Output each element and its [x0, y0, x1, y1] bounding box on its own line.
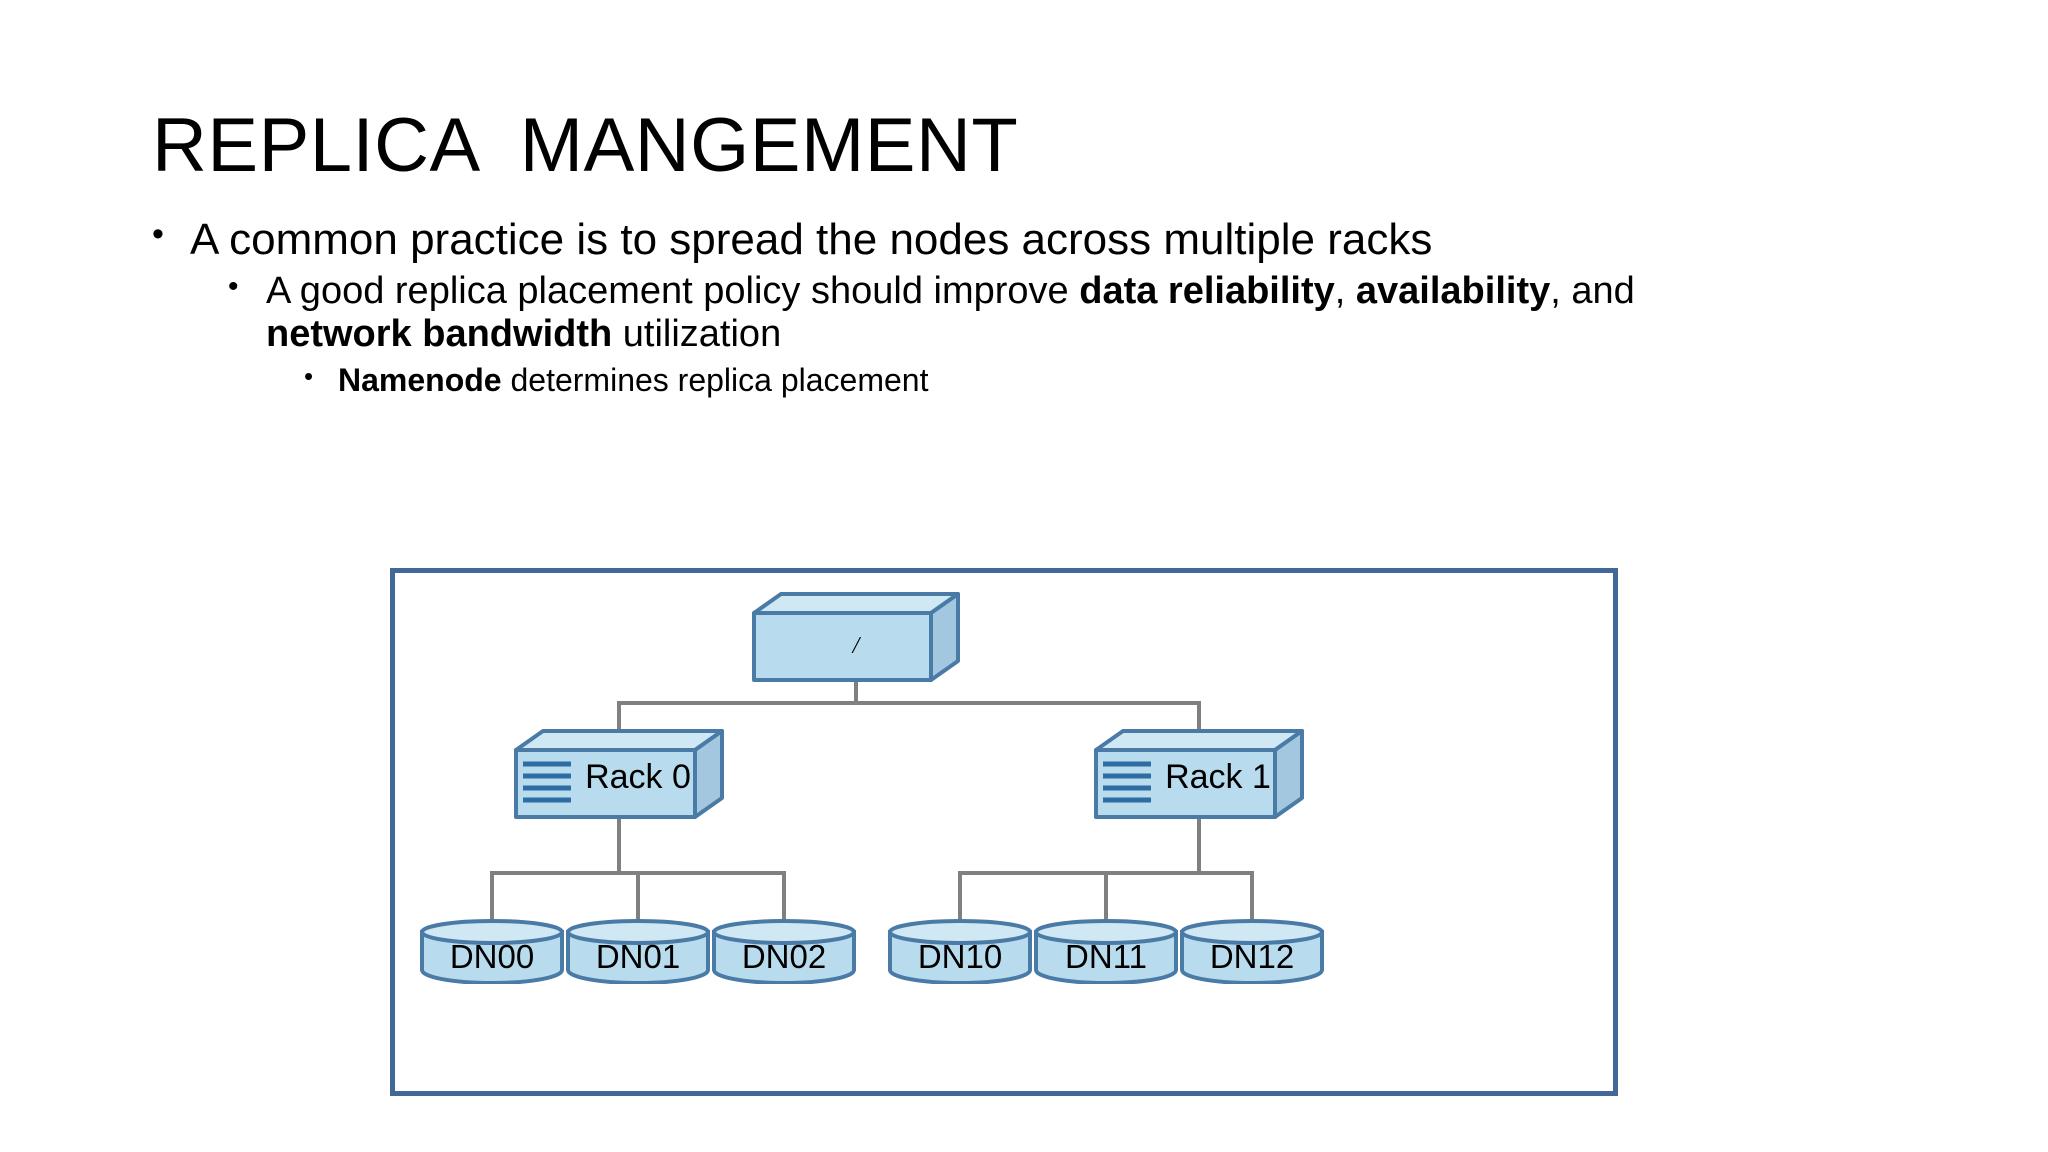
- bullet-run: ,: [1334, 270, 1356, 313]
- diagram-node-rack1[interactable]: Rack 1: [1093, 728, 1305, 820]
- diagram-node-dn12[interactable]: DN12: [1179, 918, 1325, 984]
- bullet-run-bold: Namenode: [338, 362, 502, 399]
- cube-icon: [752, 592, 960, 682]
- bullet-level-1: • A common practice is to spread the nod…: [152, 215, 1712, 264]
- bullet-marker-icon: •: [152, 215, 164, 253]
- bullet-marker-icon: •: [304, 361, 314, 392]
- diagram-node-dn11[interactable]: DN11: [1033, 918, 1179, 984]
- rack-switch-icon: [514, 729, 724, 819]
- bullet-level-3: • Namenode determines replica placement: [304, 361, 1712, 399]
- diagram-node-dn10[interactable]: DN10: [887, 918, 1033, 984]
- database-cylinder-icon: [1180, 919, 1324, 984]
- bullet-level-2: • A good replica placement policy should…: [228, 270, 1712, 356]
- bullet-text: A good replica placement policy should i…: [266, 270, 1712, 356]
- connector-lines: [490, 681, 1254, 923]
- bullet-text: A common practice is to spread the nodes…: [190, 215, 1712, 264]
- bullet-list: • A common practice is to spread the nod…: [152, 215, 1712, 403]
- bullet-text: Namenode determines replica placement: [338, 362, 1712, 399]
- diagram-node-rack0[interactable]: Rack 0: [513, 728, 725, 820]
- bullet-run: A good replica placement policy should i…: [266, 270, 1080, 313]
- diagram-node-dn01[interactable]: DN01: [565, 918, 711, 984]
- diagram-node-dn00[interactable]: DN00: [419, 918, 565, 984]
- bullet-run: A common practice is to spread the nodes…: [190, 215, 1433, 264]
- bullet-run-bold: availability: [1355, 270, 1551, 313]
- database-cylinder-icon: [566, 919, 710, 984]
- diagram-node-root[interactable]: /: [751, 591, 961, 683]
- bullet-run: determines replica placement: [501, 362, 929, 399]
- database-cylinder-icon: [888, 919, 1032, 984]
- database-cylinder-icon: [420, 919, 564, 984]
- bullet-run-bold: network bandwidth: [266, 313, 613, 356]
- bullet-run: utilization: [612, 313, 782, 356]
- rack-switch-icon: [1094, 729, 1304, 819]
- page-title: REPLICA MANGEMENT: [152, 103, 1019, 188]
- bullet-run: , and: [1550, 270, 1635, 313]
- diagram-canvas: / Rack 0: [395, 573, 1613, 1091]
- bullet-run-bold: data reliability: [1079, 270, 1335, 313]
- database-cylinder-icon: [712, 919, 856, 984]
- rack-topology-diagram: / Rack 0: [390, 568, 1618, 1096]
- diagram-node-dn02[interactable]: DN02: [711, 918, 857, 984]
- bullet-marker-icon: •: [228, 270, 239, 304]
- database-cylinder-icon: [1034, 919, 1178, 984]
